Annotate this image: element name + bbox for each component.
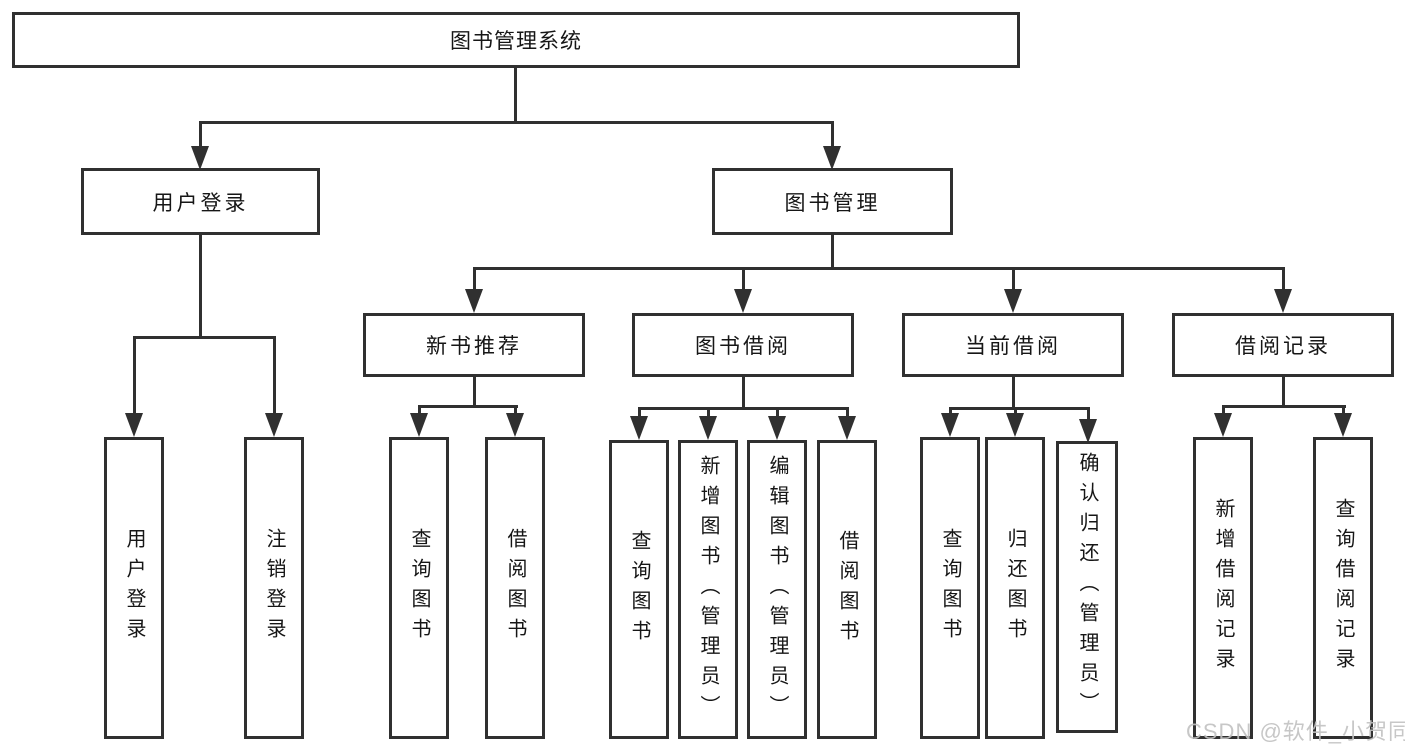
node-query-borrow-record-label: 查询借阅记录 <box>1332 498 1354 678</box>
node-user-login-label: 用户登录 <box>152 191 249 215</box>
connector-line <box>133 336 276 339</box>
connector-line <box>418 405 518 408</box>
arrow-down-icon <box>699 416 717 440</box>
node-user-login-leaf: 用户登录 <box>104 437 164 739</box>
node-return-books: 归还图书 <box>985 437 1045 739</box>
node-add-borrow-record: 新增借阅记录 <box>1193 437 1253 739</box>
node-query-books-borrowing-label: 查询图书 <box>628 529 650 650</box>
arrow-down-icon <box>265 413 283 437</box>
connector-line <box>1014 407 1017 418</box>
connector-line <box>638 407 849 410</box>
connector-line <box>273 336 276 415</box>
connector-line <box>199 235 202 338</box>
connector-line <box>1012 267 1015 291</box>
arrow-down-icon <box>1214 413 1232 437</box>
connector-line <box>949 407 952 418</box>
node-book-borrowing-label: 图书借阅 <box>695 335 791 358</box>
connector-line <box>1012 377 1015 410</box>
node-user-login-leaf-label: 用户登录 <box>123 528 145 648</box>
node-library-system: 图书管理系统 <box>12 12 1020 68</box>
node-borrow-books-recommend-label: 借阅图书 <box>504 528 526 648</box>
connector-line <box>1087 407 1090 422</box>
arrow-down-icon <box>630 416 648 440</box>
node-edit-books-admin: 编辑图书（管理员） <box>747 440 807 739</box>
node-borrow-books-label: 借阅图书 <box>836 529 858 650</box>
connector-line <box>1222 405 1225 416</box>
connector-line <box>638 407 641 418</box>
arrow-down-icon <box>838 416 856 440</box>
node-query-books-current-label: 查询图书 <box>939 528 961 648</box>
node-library-system-label: 图书管理系统 <box>450 30 582 53</box>
connector-line <box>707 407 710 418</box>
node-edit-books-admin-label: 编辑图书（管理员） <box>766 454 788 725</box>
node-book-management: 图书管理 <box>712 168 953 235</box>
node-user-login: 用户登录 <box>81 168 320 235</box>
arrow-down-icon <box>1334 413 1352 437</box>
connector-line <box>831 121 834 148</box>
arrow-down-icon <box>1006 413 1024 437</box>
node-book-management-label: 图书管理 <box>784 191 881 215</box>
connector-line <box>831 235 834 270</box>
connector-line <box>473 267 476 291</box>
node-query-books-recommend: 查询图书 <box>389 437 449 739</box>
arrow-down-icon <box>941 413 959 437</box>
node-borrowing-records: 借阅记录 <box>1172 313 1394 377</box>
connector-line <box>1222 405 1346 408</box>
node-query-books-current: 查询图书 <box>920 437 980 739</box>
connector-line <box>473 377 476 408</box>
connector-line <box>949 407 1090 410</box>
node-logout-label: 注销登录 <box>263 528 285 648</box>
connector-line <box>514 405 517 416</box>
arrow-down-icon <box>1274 289 1292 313</box>
arrow-down-icon <box>1079 419 1097 443</box>
connector-line <box>742 377 745 410</box>
node-confirm-return-admin: 确认归还（管理员） <box>1056 441 1118 733</box>
connector-line <box>199 121 834 124</box>
connector-line <box>514 66 517 123</box>
connector-line <box>473 267 1285 270</box>
node-query-books-borrowing: 查询图书 <box>609 440 669 739</box>
node-query-borrow-record: 查询借阅记录 <box>1313 437 1373 739</box>
node-logout: 注销登录 <box>244 437 304 739</box>
node-borrow-books: 借阅图书 <box>817 440 877 739</box>
arrow-down-icon <box>734 289 752 313</box>
node-new-book-recommendation-label: 新书推荐 <box>426 335 522 358</box>
arrow-down-icon <box>191 146 209 170</box>
watermark: CSDN @软件_小贺同学 <box>1186 719 1405 744</box>
connector-line <box>776 407 779 418</box>
connector-line <box>1342 405 1345 416</box>
arrow-down-icon <box>125 413 143 437</box>
node-confirm-return-admin-label: 确认归还（管理员） <box>1076 452 1098 722</box>
arrow-down-icon <box>506 413 524 437</box>
node-new-book-recommendation: 新书推荐 <box>363 313 585 377</box>
node-borrowing-records-label: 借阅记录 <box>1235 335 1331 358</box>
arrow-down-icon <box>768 416 786 440</box>
node-add-books-admin-label: 新增图书（管理员） <box>697 454 719 725</box>
connector-line <box>199 121 202 148</box>
node-add-borrow-record-label: 新增借阅记录 <box>1212 498 1234 678</box>
node-current-borrowing-label: 当前借阅 <box>965 335 1061 358</box>
connector-line <box>846 407 849 418</box>
arrow-down-icon <box>410 413 428 437</box>
node-query-books-recommend-label: 查询图书 <box>408 528 430 648</box>
connector-line <box>133 336 136 415</box>
connector-line <box>418 405 421 416</box>
node-current-borrowing: 当前借阅 <box>902 313 1124 377</box>
arrow-down-icon <box>465 289 483 313</box>
connector-line <box>1282 377 1285 408</box>
node-borrow-books-recommend: 借阅图书 <box>485 437 545 739</box>
node-add-books-admin: 新增图书（管理员） <box>678 440 738 739</box>
connector-line <box>1282 267 1285 291</box>
arrow-down-icon <box>1004 289 1022 313</box>
connector-line <box>742 267 745 291</box>
arrow-down-icon <box>823 146 841 170</box>
node-return-books-label: 归还图书 <box>1004 528 1026 648</box>
node-book-borrowing: 图书借阅 <box>632 313 854 377</box>
